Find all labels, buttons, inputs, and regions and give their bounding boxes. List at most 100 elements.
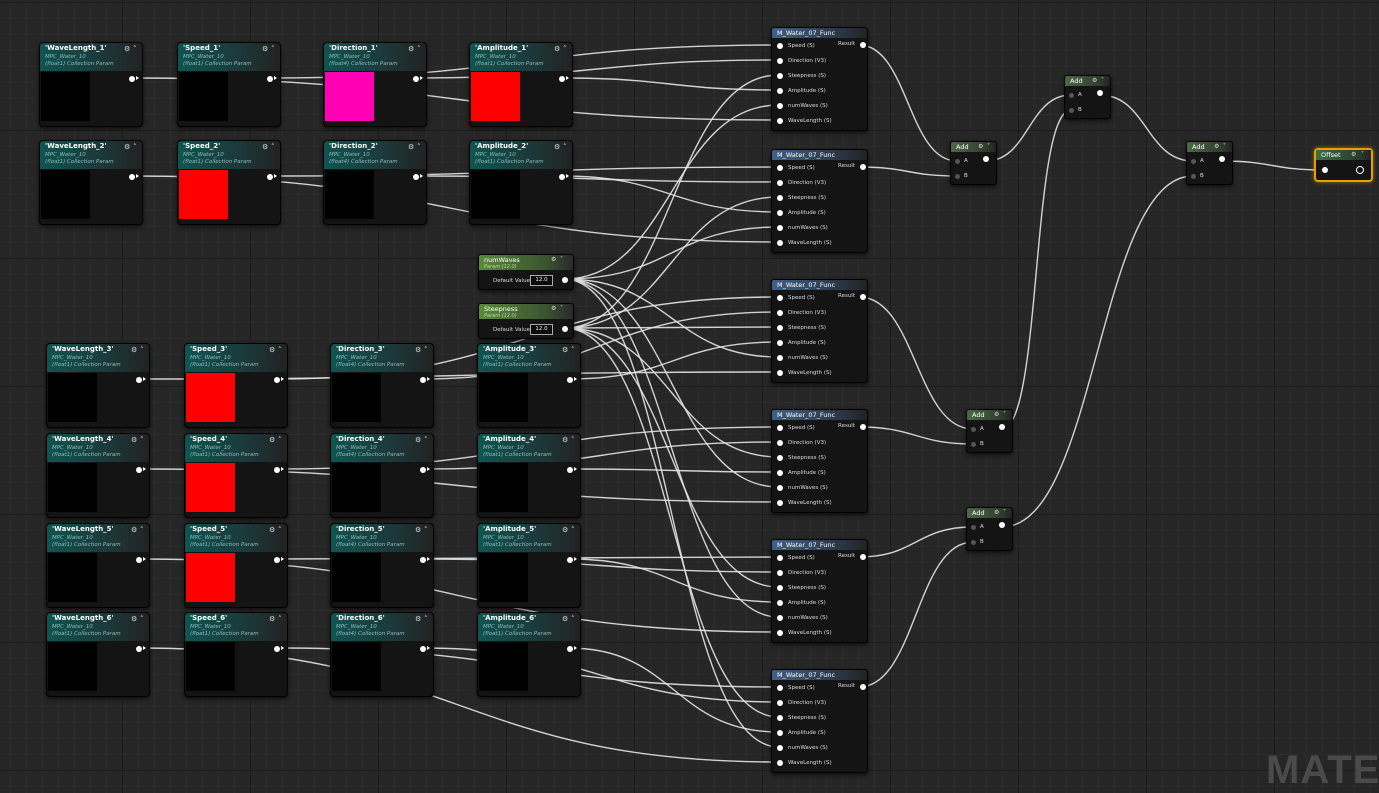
input-pin-dot[interactable]	[777, 700, 783, 706]
input-pin-dot[interactable]	[1191, 159, 1196, 164]
gear-icon[interactable]: ⚙	[124, 45, 131, 53]
output-pin-dot[interactable]	[860, 294, 866, 300]
output-pin[interactable]	[274, 467, 280, 473]
result-output-pin[interactable]: Result	[838, 423, 866, 430]
output-pin[interactable]	[413, 76, 419, 82]
gear-icon[interactable]: ⚙	[262, 143, 269, 151]
input-pin-dot[interactable]	[777, 325, 783, 331]
gear-icon[interactable]: ⚙	[562, 436, 569, 444]
input-pin-dot[interactable]	[777, 630, 783, 636]
gear-icon[interactable]: ⚙	[269, 615, 276, 623]
input-pin-dot[interactable]	[777, 355, 783, 361]
input-pin-dot[interactable]	[777, 500, 783, 506]
gear-icon[interactable]: ⚙	[994, 411, 1000, 418]
input-pin-dot[interactable]	[777, 73, 783, 79]
gear-icon[interactable]: ⚙	[554, 143, 561, 151]
chevron-up-icon[interactable]: ˄	[417, 143, 421, 151]
chevron-up-icon[interactable]: ˄	[424, 436, 428, 444]
chevron-up-icon[interactable]: ˄	[278, 615, 282, 623]
input-pin-dot[interactable]	[777, 195, 783, 201]
chevron-up-icon[interactable]: ˄	[271, 45, 275, 53]
gear-icon[interactable]: ⚙	[554, 45, 561, 53]
gear-icon[interactable]: ⚙	[994, 509, 1000, 516]
output-pin[interactable]	[136, 377, 142, 383]
input-pin-dot[interactable]	[777, 585, 783, 591]
chevron-up-icon[interactable]: ˄	[140, 436, 144, 444]
param-node-direction-3[interactable]: 'Direction_3'MPC_Water_10(float4) Collec…	[330, 343, 434, 428]
chevron-up-icon[interactable]: ˄	[424, 526, 428, 534]
output-pin[interactable]	[129, 174, 135, 180]
chevron-up-icon[interactable]: ˄	[563, 45, 567, 53]
output-pin[interactable]	[567, 377, 573, 383]
input-pin-dot[interactable]	[777, 470, 783, 476]
chevron-down-icon[interactable]: ˅	[1223, 143, 1226, 150]
input-pin-dot[interactable]	[777, 340, 783, 346]
param-node-direction-4[interactable]: 'Direction_4'MPC_Water_10(float4) Collec…	[330, 433, 434, 518]
input-pin-dot[interactable]	[777, 295, 783, 301]
output-pin[interactable]	[420, 557, 426, 563]
output-pin[interactable]	[420, 646, 426, 652]
input-pin-dot[interactable]	[955, 174, 960, 179]
input-pin-dot[interactable]	[777, 615, 783, 621]
gear-icon[interactable]: ⚙	[131, 346, 138, 354]
input-pin-dot[interactable]	[777, 43, 783, 49]
input-pin-dot[interactable]	[971, 525, 976, 530]
gear-icon[interactable]: ⚙	[978, 143, 984, 150]
gear-icon[interactable]: ⚙	[1214, 143, 1220, 150]
param-node-direction-5[interactable]: 'Direction_5'MPC_Water_10(float4) Collec…	[330, 523, 434, 608]
chevron-up-icon[interactable]: ˄	[571, 436, 575, 444]
input-pin-dot[interactable]	[777, 370, 783, 376]
output-pin-dot[interactable]	[860, 42, 866, 48]
output-pin[interactable]	[274, 557, 280, 563]
input-pin-dot[interactable]	[777, 570, 783, 576]
input-pin-dot[interactable]	[971, 442, 976, 447]
chevron-up-icon[interactable]: ˄	[133, 45, 137, 53]
input-pin-dot[interactable]	[777, 455, 783, 461]
output-pin[interactable]	[1219, 156, 1225, 162]
chevron-up-icon[interactable]: ˄	[140, 615, 144, 623]
output-pin[interactable]	[136, 557, 142, 563]
default-value-input[interactable]: 12.0	[530, 324, 553, 335]
output-pin[interactable]	[567, 557, 573, 563]
output-pin[interactable]	[567, 646, 573, 652]
output-pin[interactable]	[999, 424, 1005, 430]
chevron-up-icon[interactable]: ˄	[571, 346, 575, 354]
output-pin[interactable]	[129, 76, 135, 82]
input-pin-dot[interactable]	[777, 103, 783, 109]
output-pin-dot[interactable]	[860, 684, 866, 690]
offset-input-pin[interactable]	[1322, 167, 1328, 173]
param-node-wavelength-6[interactable]: 'WaveLength_6'MPC_Water_10(float1) Colle…	[46, 612, 150, 697]
param-node-direction-2[interactable]: 'Direction_2'MPC_Water_10(float4) Collec…	[323, 140, 427, 225]
input-pin-dot[interactable]	[777, 58, 783, 64]
input-pin-dot[interactable]	[1069, 108, 1074, 113]
chevron-up-icon[interactable]: ˄	[424, 615, 428, 623]
input-pin-dot[interactable]	[777, 555, 783, 561]
param-node-speed-3[interactable]: 'Speed_3'MPC_Water_10(float1) Collection…	[184, 343, 288, 428]
chevron-down-icon[interactable]: ˅	[987, 143, 990, 150]
chevron-up-icon[interactable]: ˄	[140, 526, 144, 534]
output-pin[interactable]	[562, 277, 568, 283]
output-pin[interactable]	[136, 646, 142, 652]
input-pin-dot[interactable]	[777, 240, 783, 246]
gear-icon[interactable]: ⚙	[269, 436, 276, 444]
gear-icon[interactable]: ⚙	[269, 526, 276, 534]
chevron-up-icon[interactable]: ˄	[571, 526, 575, 534]
gear-icon[interactable]: ⚙	[562, 526, 569, 534]
input-pin-dot[interactable]	[777, 730, 783, 736]
result-output-pin[interactable]: Result	[838, 41, 866, 48]
param-node-amplitude-6[interactable]: 'Amplitude_6'MPC_Water_10(float1) Collec…	[477, 612, 581, 697]
output-pin[interactable]	[567, 467, 573, 473]
param-node-amplitude-1[interactable]: 'Amplitude_1'MPC_Water_10(float1) Collec…	[469, 42, 573, 127]
chevron-up-icon[interactable]: ˄	[278, 436, 282, 444]
input-pin-dot[interactable]	[777, 485, 783, 491]
gear-icon[interactable]: ⚙	[408, 143, 415, 151]
